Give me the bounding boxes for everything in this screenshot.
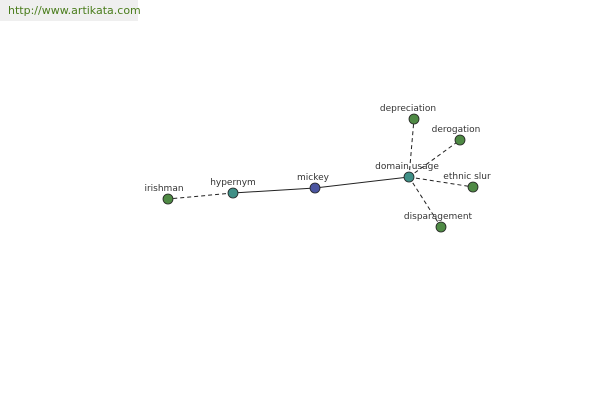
edge-domain-usage-ethnic-slur — [408, 176, 474, 188]
edge-domain-usage-derogation — [408, 139, 461, 178]
node-label-disparagement[interactable]: disparagement — [404, 212, 473, 222]
node-dot-mickey[interactable] — [309, 182, 321, 194]
node-depreciation[interactable]: depreciation — [380, 104, 436, 125]
node-label-hypernym[interactable]: hypernym — [210, 178, 256, 188]
node-label-mickey[interactable]: mickey — [297, 173, 330, 183]
node-dot-ethnic-slur[interactable] — [467, 181, 479, 193]
node-label-ethnic-slur[interactable]: ethnic slur — [443, 172, 491, 182]
node-dot-hypernym[interactable] — [227, 187, 239, 199]
edge-mickey-domain-usage — [314, 176, 410, 189]
node-dot-irishman[interactable] — [162, 193, 174, 205]
source-url-banner[interactable]: http://www.artikata.com — [0, 0, 141, 21]
edge-hypernym-irishman — [167, 192, 234, 200]
nodes-layer: mickey hypernym domain usage irishman deprec… — [144, 104, 491, 233]
node-label-derogation[interactable]: derogation — [432, 125, 481, 135]
edge-mickey-hypernym — [232, 187, 316, 194]
node-disparagement[interactable]: disparagement — [404, 212, 473, 233]
node-mickey[interactable]: mickey — [297, 173, 330, 194]
node-label-domain-usage[interactable]: domain usage — [375, 162, 439, 172]
node-hypernym[interactable]: hypernym — [210, 178, 256, 199]
node-ethnic-slur[interactable]: ethnic slur — [443, 172, 491, 193]
node-label-irishman[interactable]: irishman — [144, 184, 183, 194]
node-dot-derogation[interactable] — [454, 134, 466, 146]
node-dot-domain-usage[interactable] — [403, 171, 415, 183]
edge-domain-usage-depreciation — [408, 118, 415, 178]
node-dot-disparagement[interactable] — [435, 221, 447, 233]
node-derogation[interactable]: derogation — [432, 125, 481, 146]
edges-layer — [167, 118, 474, 228]
node-label-depreciation[interactable]: depreciation — [380, 104, 436, 114]
node-domain-usage[interactable]: domain usage — [375, 162, 439, 183]
node-dot-depreciation[interactable] — [408, 113, 420, 125]
edge-domain-usage-disparagement — [408, 176, 442, 228]
node-irishman[interactable]: irishman — [144, 184, 184, 205]
